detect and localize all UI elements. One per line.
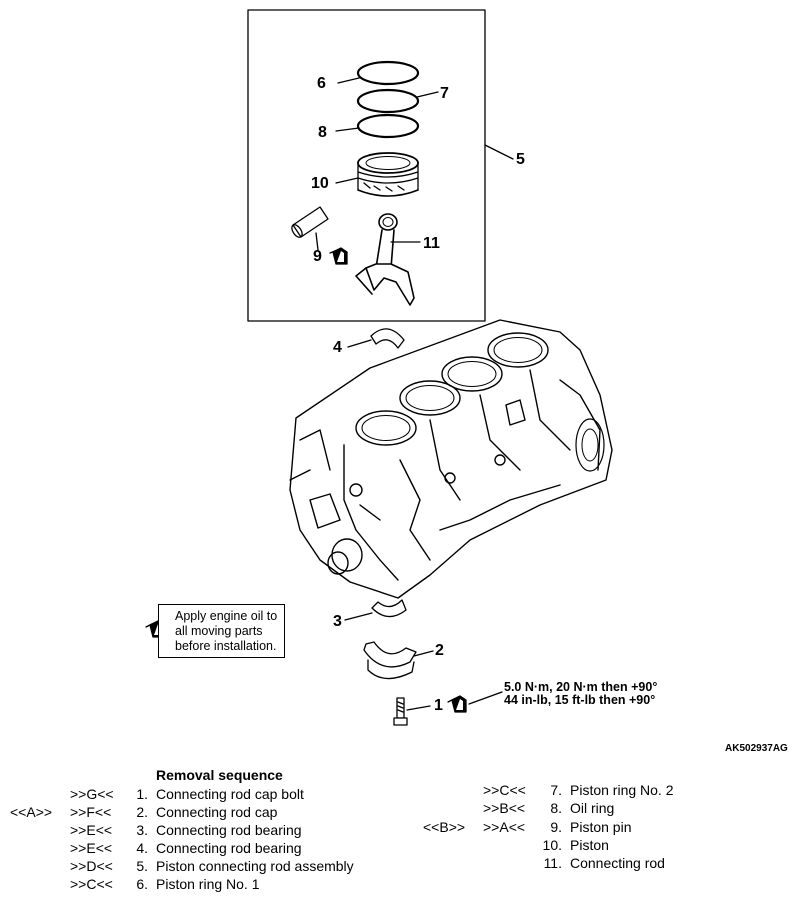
piston: [335, 152, 419, 197]
item-number: 2.: [136, 804, 148, 820]
callout-9: 9: [313, 248, 322, 265]
oil-can-icon: [329, 247, 348, 265]
list-item: >>B<< 8. Oil ring: [0, 799, 798, 817]
piston-ring-no1: [337, 60, 420, 86]
item-number: 8.: [550, 800, 562, 816]
item-label: Piston: [570, 837, 609, 853]
item-label: Piston ring No. 2: [570, 782, 674, 798]
connecting-rod-bearing-upper: [347, 328, 405, 349]
list-item: >>E<< 4. Connecting rod bearing: [0, 839, 420, 857]
item-label: Connecting rod cap: [156, 804, 278, 820]
torque-spec: 5.0 N·m, 20 N·m then +90° 44 in-lb, 15 f…: [504, 681, 657, 707]
item-label: Connecting rod bearing: [156, 822, 302, 838]
item-number: 4.: [136, 840, 148, 856]
install-mark: <<B>>: [423, 819, 466, 835]
item-label: Piston connecting rod assembly: [156, 858, 354, 874]
exploded-view-diagram: [145, 9, 613, 726]
item-label: Oil ring: [570, 800, 615, 816]
figure-id: AK502937AG: [725, 743, 788, 754]
callout-4: 4: [333, 339, 342, 356]
removal-mark: >>E<<: [70, 822, 113, 838]
leader-torque: [468, 691, 503, 705]
removal-mark: >>C<<: [70, 876, 113, 892]
list-item: >>C<< 7. Piston ring No. 2: [0, 781, 798, 799]
callout-8: 8: [318, 124, 327, 141]
note-line: before installation.: [175, 639, 277, 653]
callout-7: 7: [440, 85, 449, 102]
oil-can-icon: [447, 695, 467, 713]
list-item: >>C<< 6. Piston ring No. 1: [0, 875, 420, 893]
removal-mark: >>G<<: [70, 786, 114, 802]
piston-assembly-box: [247, 9, 486, 322]
item-label: Connecting rod bearing: [156, 840, 302, 856]
callout-11: 11: [423, 235, 440, 252]
item-number: 9.: [550, 819, 562, 835]
cylinder-block: [289, 319, 613, 599]
list-item: >>D<< 5. Piston connecting rod assembly: [0, 857, 420, 875]
install-mark: <<A>>: [10, 804, 53, 820]
item-number: 3.: [136, 822, 148, 838]
item-number: 11.: [543, 855, 562, 871]
callout-10: 10: [311, 175, 329, 192]
piston-pin: [291, 206, 329, 251]
item-label: Connecting rod: [570, 855, 665, 871]
leader-5: [484, 144, 514, 160]
note-line: Apply engine oil to: [175, 609, 278, 623]
list-item: >>G<< 1. Connecting rod cap bolt: [0, 785, 420, 803]
item-label: Piston pin: [570, 819, 632, 835]
callout-3: 3: [333, 613, 342, 630]
removal-mark: >>A<<: [483, 819, 526, 835]
note-line: all moving parts: [175, 624, 263, 638]
removal-mark: >>C<<: [483, 782, 526, 798]
oil-ring: [335, 113, 420, 139]
callout-6: 6: [317, 75, 326, 92]
item-number: 1.: [136, 786, 148, 802]
callout-5: 5: [516, 151, 525, 168]
list-item: 10. Piston: [0, 836, 798, 854]
item-label: Piston ring No. 1: [156, 876, 260, 892]
connecting-rod-cap-bolt: [393, 697, 431, 726]
callout-2: 2: [435, 642, 444, 659]
removal-mark: >>D<<: [70, 858, 113, 874]
callout-1: 1: [434, 697, 443, 714]
piston-ring-no2: [356, 88, 439, 114]
connecting-rod-cap: [363, 641, 434, 680]
connecting-rod: [355, 213, 421, 306]
item-number: 5.: [136, 858, 148, 874]
list-item: <<A>> >>F<< 2. Connecting rod cap: [0, 803, 420, 821]
removal-mark: >>B<<: [483, 800, 526, 816]
oil-note-box: Apply engine oil to all moving parts bef…: [158, 604, 285, 658]
list-item: <<B>> >>A<< 9. Piston pin: [0, 818, 798, 836]
item-label: Connecting rod cap bolt: [156, 786, 304, 802]
removal-mark: >>F<<: [70, 804, 112, 820]
removal-sequence-title: Removal sequence: [156, 767, 283, 783]
removal-mark: >>E<<: [70, 840, 113, 856]
item-number: 10.: [542, 837, 562, 853]
list-item: 11. Connecting rod: [0, 854, 798, 872]
torque-metric: 5.0 N·m, 20 N·m then +90°: [504, 680, 658, 694]
item-number: 7.: [550, 782, 562, 798]
list-item: >>E<< 3. Connecting rod bearing: [0, 821, 420, 839]
connecting-rod-bearing-lower: [344, 599, 407, 621]
item-number: 6.: [136, 876, 148, 892]
torque-imperial: 44 in-lb, 15 ft-lb then +90°: [504, 693, 656, 707]
